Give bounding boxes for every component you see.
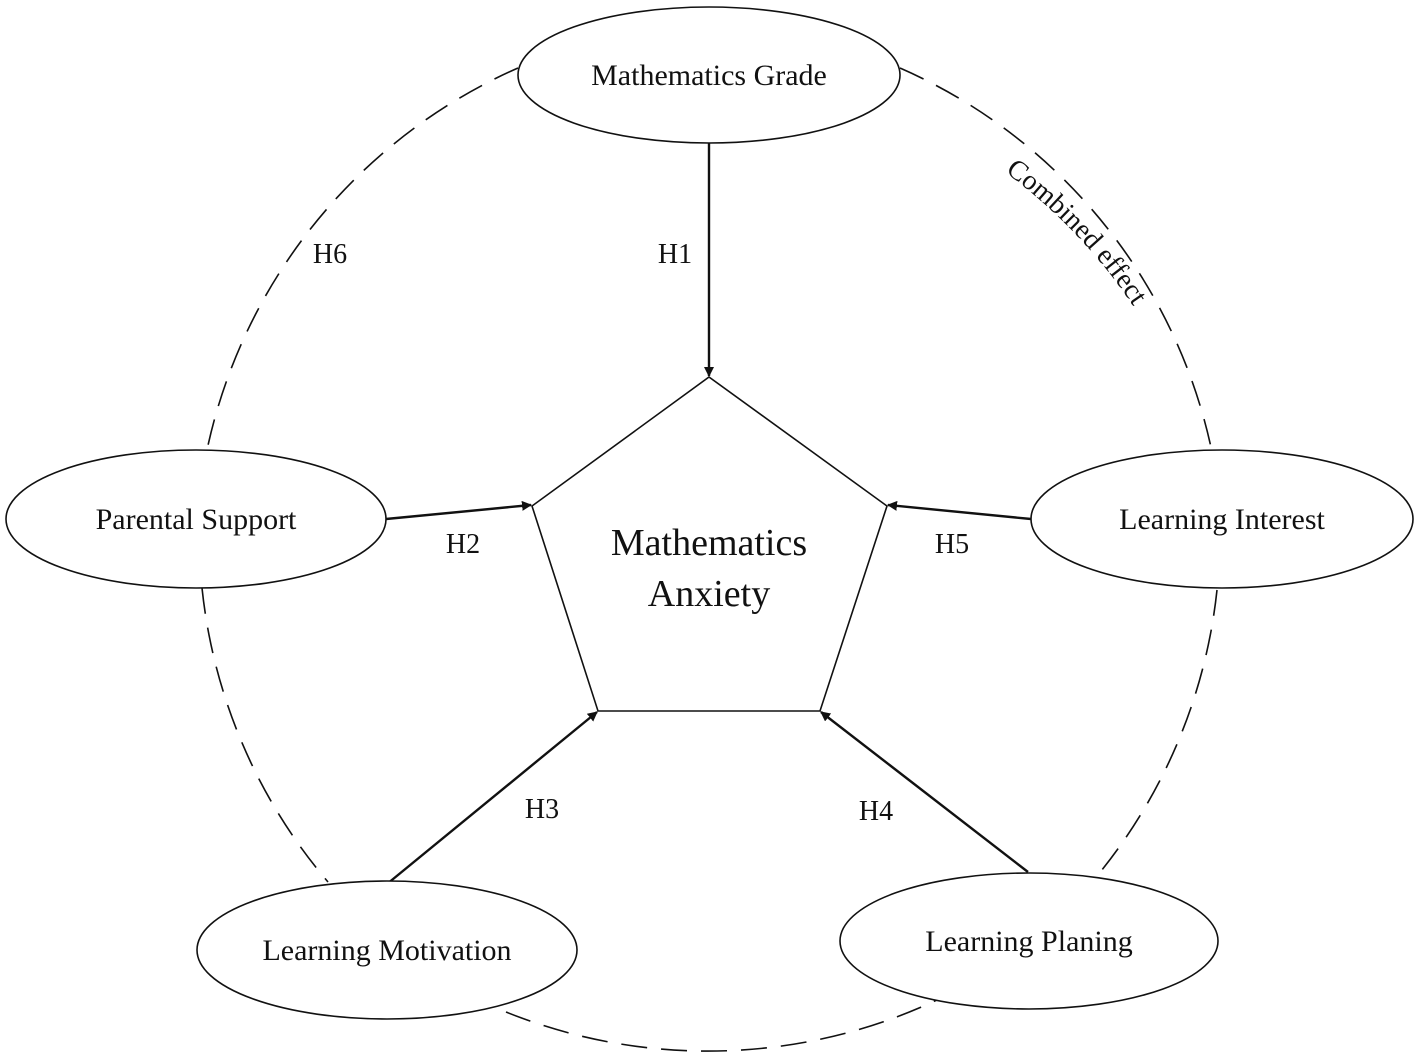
node-label-motivation: Learning Motivation	[262, 934, 511, 967]
combined-effect-circle	[201, 67, 1218, 1052]
arrow-h3	[386, 711, 598, 885]
dashed-arc-interest-planing	[1096, 589, 1218, 877]
center-label-line2: Anxiety	[648, 573, 770, 615]
arrow-h4	[820, 711, 1029, 873]
center-label-line1: Mathematics	[611, 522, 807, 564]
dashed-arc-grade-interest	[899, 67, 1213, 453]
node-mathematics-grade: Mathematics Grade	[517, 6, 901, 144]
label-h6: H6	[313, 239, 347, 270]
combined-effect-textpath: Combined effect	[1001, 153, 1154, 311]
label-h2: H2	[446, 529, 480, 560]
arrow-h5	[887, 500, 1032, 521]
node-label-parental: Parental Support	[96, 503, 297, 536]
dashed-arc-parental-motivation	[201, 587, 329, 883]
node-learning-interest: Learning Interest	[1030, 449, 1414, 589]
node-parental-support: Parental Support	[5, 449, 387, 589]
dashed-arc-grade-parental	[206, 67, 519, 451]
node-label-grade: Mathematics Grade	[591, 59, 827, 92]
label-h1: H1	[658, 239, 692, 270]
mathematics-anxiety-pentagon	[531, 376, 888, 712]
label-h3: H3	[525, 794, 559, 825]
combined-effect-label: Combined effect	[1001, 153, 1154, 311]
node-learning-motivation: Learning Motivation	[196, 880, 578, 1020]
arrow-h2	[385, 500, 532, 521]
label-h5: H5	[935, 529, 969, 560]
label-h4: H4	[859, 796, 893, 827]
node-label-planing: Learning Planing	[925, 925, 1132, 958]
dashed-arc-motivation-planing	[505, 999, 938, 1052]
node-label-interest: Learning Interest	[1119, 503, 1325, 536]
node-learning-planing: Learning Planing	[839, 872, 1219, 1010]
